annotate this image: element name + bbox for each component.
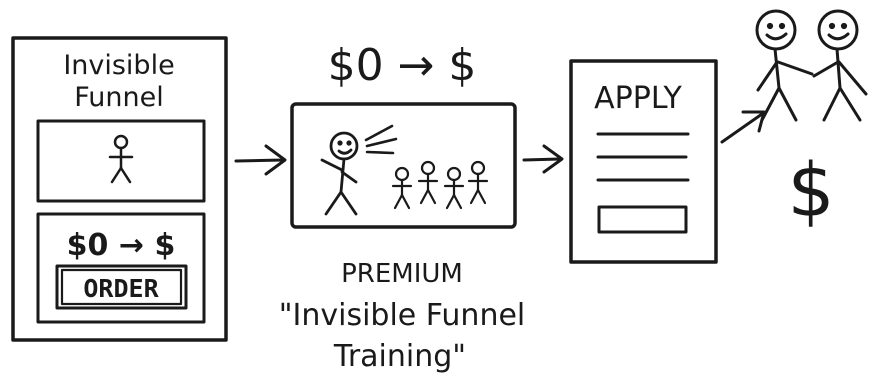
arrow-icon [522,144,564,174]
order-button: ORDER [83,274,159,303]
premium-label: PREMIUM [341,259,463,289]
result-dollar-sign: $ [787,148,834,234]
funnel-price-change: $0 → $ [67,228,176,263]
happy-customers [755,9,868,122]
premium-course-title-line2: Training" [333,339,466,374]
funnel-outer-box [11,36,228,342]
apply-form-box [569,59,718,264]
premium-price-change: $0 → $ [328,40,477,91]
premium-course-title-line1: "Invisible Funnel [279,298,526,333]
audience-stick-figures [391,160,489,210]
form-text-lines [596,132,690,182]
funnel-figure-box [36,119,206,203]
arrow-icon [234,144,287,176]
premium-training-panel: $0 → $ [279,40,526,374]
training-screen-box [290,102,517,229]
invisible-funnel-panel: Invisible Funnel $0 → $ ORDER [11,36,228,342]
funnel-title-line2: Funnel [74,82,164,113]
form-submit-box [597,205,688,234]
arrow-icon [720,110,766,144]
apply-form-panel: APPLY [569,59,718,264]
apply-form-title: APPLY [594,81,682,116]
funnel-title-line1: Invisible [63,50,174,81]
order-button-outline [55,264,188,310]
funnel-order-box [36,212,206,324]
order-button-inner [60,268,183,306]
single-stick-figure [108,134,134,184]
speech-lines-icon [364,124,398,155]
presenter-stick-figure [320,131,359,216]
